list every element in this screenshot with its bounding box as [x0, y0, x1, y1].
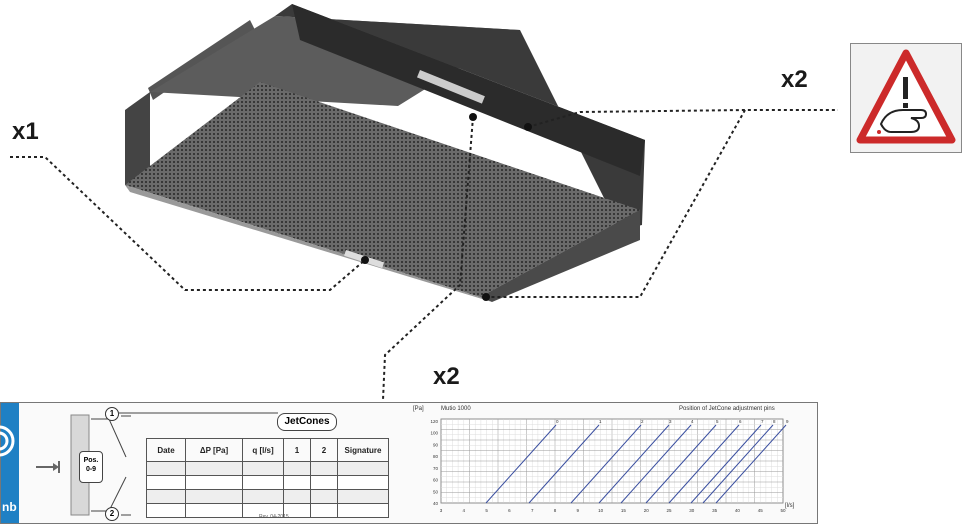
table-row [146, 489, 389, 504]
leader-lines [10, 109, 838, 401]
x-tick-label: 7 [531, 508, 534, 513]
coil-return-bends [480, 210, 640, 302]
col-date: Date [146, 438, 186, 462]
x-tick-label: 9 [577, 508, 580, 513]
adjustment-line [690, 424, 762, 504]
table-header-row: Date ΔP [Pa] q [l/s] 1 2 Signature [146, 438, 389, 462]
callout-dot-x1 [361, 256, 369, 264]
unit-side-panel [125, 92, 150, 190]
x-tick-label: 3 [440, 508, 443, 513]
y-tick-label: 120 [430, 419, 438, 424]
perforated-face [125, 82, 640, 297]
adjustment-line [702, 424, 774, 504]
adjustment-line-label: 1 [599, 419, 602, 424]
x-tick-label: 25 [666, 508, 672, 513]
adjustment-line-label: 8 [773, 419, 776, 424]
adjustment-line [715, 424, 787, 504]
adjustment-line-label: 0 [556, 419, 559, 424]
y-tick-label: 90 [433, 442, 439, 447]
node-2-marker: 2 [105, 507, 119, 521]
adjustment-line [485, 424, 557, 504]
leader-line-x2-label [382, 116, 474, 401]
x-tick-label: 35 [712, 508, 718, 513]
leader-line-x1 [10, 156, 366, 291]
graph-y-unit: [Pa] [413, 406, 424, 412]
node-1-marker: 1 [105, 407, 119, 421]
callout-quantity-x2-top: x2 [781, 66, 808, 93]
adjustment-line [645, 424, 717, 504]
x-tick-label: 50 [780, 508, 786, 513]
brand-text: nb [2, 500, 17, 514]
adjustment-line-label: 3 [669, 419, 672, 424]
table-row [146, 503, 389, 518]
leader-line-x2-warning [527, 109, 838, 128]
col-flow: q [l/s] [242, 438, 284, 462]
y-tick-label: 50 [433, 489, 439, 494]
jetcones-title: JetCones [277, 413, 337, 431]
jetcones-connector [118, 412, 278, 414]
revision-text: Rev. 04-2015 [259, 514, 289, 520]
callout-quantity-x1: x1 [12, 118, 39, 145]
graph-x-unit: [l/s] [785, 503, 795, 509]
adjustment-line-label: 5 [716, 419, 719, 424]
col-1: 1 [283, 438, 311, 462]
brand-logo-icon [0, 425, 15, 457]
table-row [146, 475, 389, 490]
col-signature: Signature [337, 438, 389, 462]
adjustment-line [668, 424, 740, 504]
y-tick-label: 80 [433, 454, 439, 459]
adjustment-line [620, 424, 692, 504]
x-tick-label: 15 [621, 508, 627, 513]
adjustment-line-label: 2 [641, 419, 644, 424]
brand-bar: nb [0, 403, 19, 523]
x-tick-label: 6 [508, 508, 511, 513]
adjustment-line [528, 424, 600, 504]
y-tick-label: 70 [433, 466, 439, 471]
x-tick-label: 4 [463, 508, 466, 513]
commissioning-record-table: Date ΔP [Pa] q [l/s] 1 2 Signature [146, 438, 389, 518]
y-tick-label: 100 [430, 431, 438, 436]
callout-dot-x2-label [469, 113, 477, 121]
bottom-flange [125, 185, 492, 302]
x-tick-label: 20 [644, 508, 650, 513]
y-tick-label: 60 [433, 478, 439, 483]
x-tick-label: 45 [758, 508, 764, 513]
adjustment-line [598, 424, 670, 504]
x-tick-label: 8 [554, 508, 557, 513]
graph-model: Mutio 1000 [441, 406, 471, 412]
y-tick-label: 40 [433, 501, 439, 506]
warning-sign-box [850, 43, 962, 153]
x-tick-label: 10 [598, 508, 604, 513]
adjustment-line [570, 424, 642, 504]
graph-caption: Position of JetCone adjustment pins [679, 406, 775, 412]
position-box: Pos. 0-9 [79, 451, 103, 483]
adjustment-line-label: 6 [739, 419, 742, 424]
adjustment-line-label: 4 [691, 419, 694, 424]
callout-dot-x2-lower [482, 293, 490, 301]
label-plate-upper [417, 70, 485, 104]
x-tick-label: 5 [485, 508, 488, 513]
table-row [146, 461, 389, 476]
adjustment-line-label: 7 [761, 419, 764, 424]
callout-dot-x2-warning [524, 123, 532, 131]
x-tick-label: 40 [735, 508, 741, 513]
commissioning-label: nb Pos. 0-9 1 2 JetCones Date ΔP [Pa] q … [0, 402, 818, 524]
col-pressure: ΔP [Pa] [185, 438, 243, 462]
col-2: 2 [310, 438, 338, 462]
hot-surface-hand-warning-icon [856, 49, 956, 144]
x-tick-label: 30 [689, 508, 695, 513]
adjustment-line-label: 9 [786, 419, 789, 424]
callout-quantity-x2-bottom: x2 [433, 363, 460, 390]
